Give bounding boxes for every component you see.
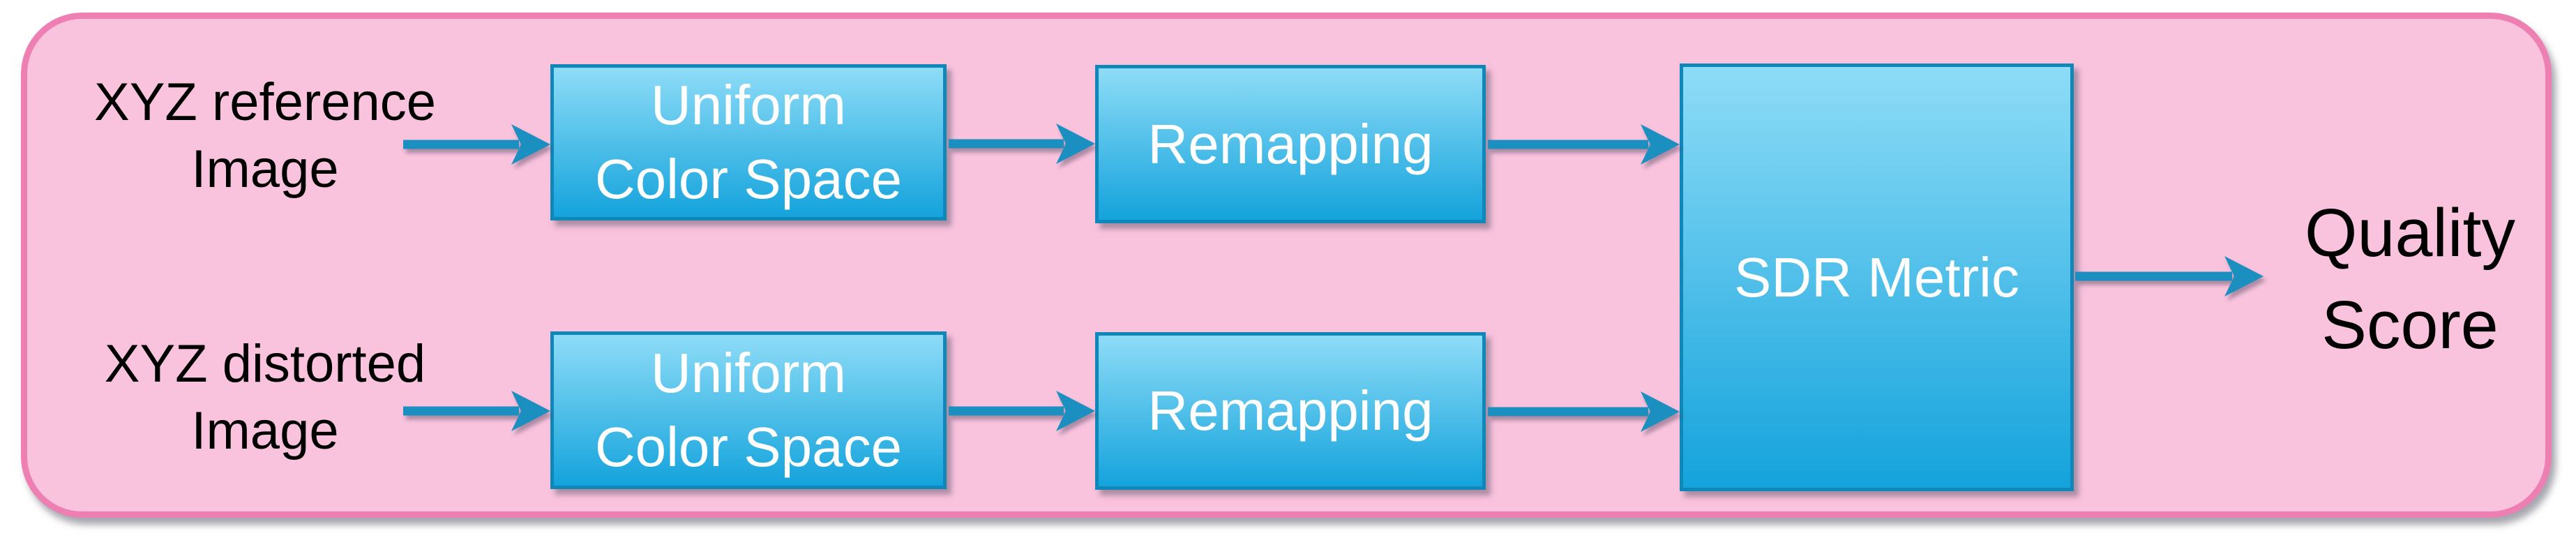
box-remapping-distorted: Remapping	[1095, 332, 1486, 490]
box-uniform-color-space-distorted: Uniform Color Space	[550, 331, 947, 489]
box-sdr-metric: SDR Metric	[1680, 63, 2074, 491]
box-uniform-color-space-reference: Uniform Color Space	[550, 64, 947, 220]
label-xyz-distorted-image: XYZ distorted Image	[104, 334, 426, 461]
label-xyz-reference-image: XYZ reference Image	[94, 73, 436, 199]
label-quality-score: Quality Score	[2305, 195, 2515, 363]
box-remapping-reference: Remapping	[1095, 65, 1486, 223]
